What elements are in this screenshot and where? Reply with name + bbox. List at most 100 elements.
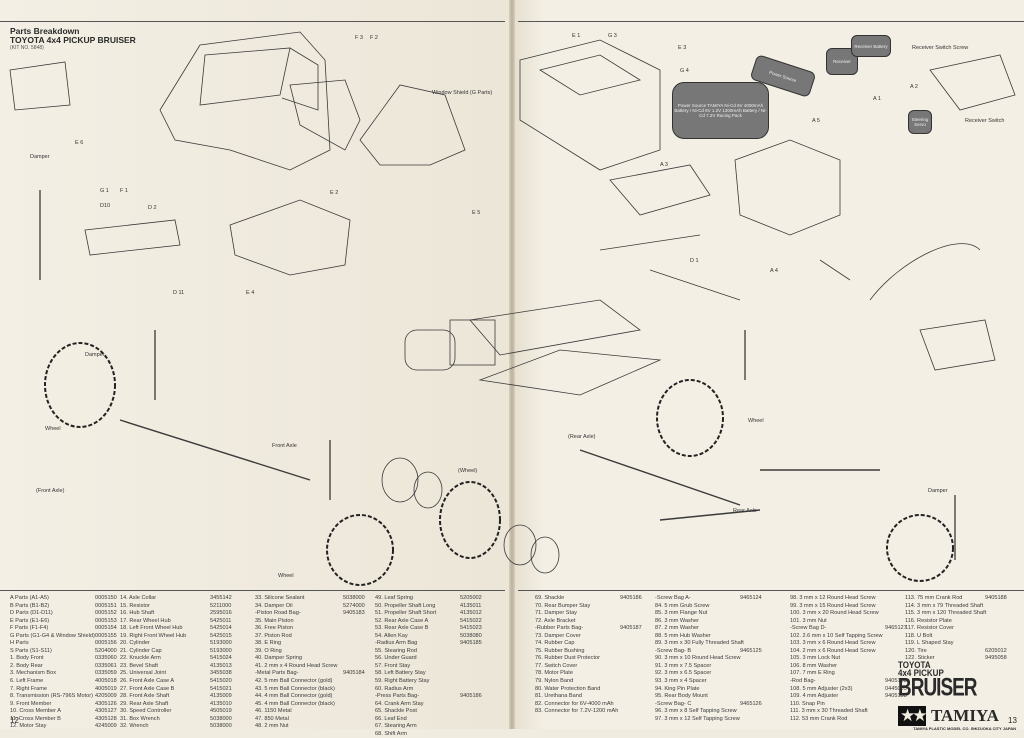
part-name: 72. Axle Bracket xyxy=(535,617,576,624)
parts-row: 42. 5 mm Ball Connector (gold) xyxy=(255,678,378,686)
part-name: 32. Wrench xyxy=(120,723,149,730)
parts-row: 110. Snap Pin xyxy=(790,701,920,709)
part-code: 9405188 xyxy=(885,678,907,685)
label-front-axle: Front Axle xyxy=(272,443,297,449)
part-name: 68. Shift Arm xyxy=(375,730,408,737)
wheel-rim-drawings xyxy=(381,457,560,574)
part-name: 67. Stearing Arm xyxy=(375,723,417,730)
part-name: 54. Allen Kay xyxy=(375,632,408,639)
part-name: 60. Radius Arm xyxy=(375,685,414,692)
part-code: 3455142 xyxy=(210,595,232,601)
label-wheel-section: (Wheel) xyxy=(458,468,478,474)
part-name: 89. 3 mm x 30 Fully Threaded Shaft xyxy=(655,640,744,647)
part-name: 77. Switch Cover xyxy=(535,662,578,669)
label-d11: D 11 xyxy=(173,290,185,296)
label-receiver-switch: Receiver Switch xyxy=(965,118,1005,124)
part-name: -Press Parts Bag- xyxy=(375,693,420,700)
parts-row: F Parts (F1-F4)0005154 xyxy=(10,625,130,633)
part-name: 92. 3 mm x 6.5 Spacer xyxy=(655,670,712,677)
label-a1: A 1 xyxy=(873,96,881,102)
part-code: 5415020 xyxy=(210,678,232,685)
part-name: 23. Bevel Shaft xyxy=(120,662,158,669)
label-a4: A 4 xyxy=(770,268,778,274)
exploded-diagram xyxy=(9,31,1016,586)
label-e4: E 4 xyxy=(246,290,255,296)
part-name: 85. 3 mm Flange Nut xyxy=(655,610,708,617)
parts-row: 84. 5 mm Grub Screw xyxy=(655,603,775,611)
parts-row: 57. Front Stay xyxy=(375,663,495,671)
part-name: 87. 2 mm Washer xyxy=(655,625,699,632)
part-name: 107. 7 mm E Ring xyxy=(790,670,835,677)
parts-row: 103. 3 mm x 6 Round Head Screw xyxy=(790,640,920,648)
part-code: 0335059 xyxy=(95,670,117,677)
page-number-left: 12 xyxy=(10,716,19,725)
parts-row: 32. Wrench 5038000 xyxy=(120,723,245,731)
receiver-battery-label: Receiver Battery xyxy=(854,43,888,49)
part-name: 30. Speed Controller xyxy=(120,708,172,715)
part-code: 4135010 xyxy=(210,700,232,707)
parts-row: 59. Right Battery Stay xyxy=(375,678,495,686)
part-code: 0335061 xyxy=(95,662,117,669)
part-code: 0005155 xyxy=(95,632,117,639)
page-number-right: 13 xyxy=(1008,716,1017,725)
part-name: 109. 4 mm Adjuster xyxy=(790,693,839,700)
label-e6: E 6 xyxy=(75,140,84,146)
part-name: 86. 3 mm Washer xyxy=(655,617,699,624)
label-g4: G 4 xyxy=(680,68,689,74)
part-name: 51. Propeller Shaft Short xyxy=(375,610,437,617)
part-name: 40. Damper Spring xyxy=(255,655,302,662)
parts-row: 91. 3 mm x 7.5 Spacer xyxy=(655,663,775,671)
parts-row: 81. Urethana Band xyxy=(535,693,655,701)
part-code: 0335060 xyxy=(95,655,117,662)
parts-row: 76. Rubber Dust Protector xyxy=(535,655,655,663)
part-name: 53. Rear Axle Case B xyxy=(375,625,429,632)
part-name: -Screw Bag A- xyxy=(655,595,691,601)
part-code: 0005153 xyxy=(95,617,117,624)
parts-row: 2. Body Rear 0335061 xyxy=(10,663,130,671)
parts-row: 55. Stearing Rod xyxy=(375,648,495,656)
label-f3: F 3 xyxy=(355,35,363,41)
part-code: 5038000 xyxy=(210,723,232,730)
label-front-axle-section: (Front Axle) xyxy=(36,488,65,494)
part-name: 18. Left Front Wheel Hub xyxy=(120,625,183,632)
part-name: 114. 3 mm x 79 Threaded Shaft xyxy=(905,602,984,609)
part-name: 65. Shackle Post xyxy=(375,708,417,715)
battery-tray-drawing xyxy=(609,164,711,216)
part-code: 9405183 xyxy=(343,610,365,617)
label-receiver-switch-screw: Receiver Switch Screw xyxy=(912,45,969,51)
part-name: 88. 5 mm Hub Washer xyxy=(655,632,711,639)
axle-drawings xyxy=(119,419,880,521)
part-name: 102. 2.6 mm x 10 Self Tapping Screw xyxy=(790,632,883,639)
part-code: 0005150 xyxy=(95,595,117,601)
part-code: 4205009 xyxy=(95,693,117,700)
part-name: 52. Rear Axle Case A xyxy=(375,617,429,624)
parts-row: D Parts (D1-D11)0005152 xyxy=(10,610,130,618)
parts-row: S Parts (S1-S11)5204000 xyxy=(10,648,130,656)
part-name: 90. 3 mm x 10 Round Head Screw xyxy=(655,655,741,662)
label-f1: F 1 xyxy=(120,188,128,194)
part-name: 2. Body Rear xyxy=(10,662,43,669)
steering-servo: Steering Servo xyxy=(908,110,932,134)
part-code: 4005019 xyxy=(95,685,117,692)
part-name: 116. Resistor Plate xyxy=(905,617,952,624)
parts-row: 73. Damper Cover xyxy=(535,633,655,641)
part-name: 46. 1150 Metal xyxy=(255,708,292,715)
interior-drawing xyxy=(289,79,361,151)
part-code: 0005154 xyxy=(95,625,117,632)
part-name: 80. Water Protection Band xyxy=(535,685,601,692)
part-name: 44. 4 mm Ball Connector (gold) xyxy=(255,693,333,700)
part-name: 8. Transmission (RS-796S Motor) xyxy=(10,693,93,700)
part-name: 98. 3 mm x 12 Round Head Screw xyxy=(790,595,876,601)
motor-drawing xyxy=(404,319,496,371)
seat-drawing xyxy=(229,199,351,276)
part-name: 103. 3 mm x 6 Round Head Screw xyxy=(790,640,876,647)
